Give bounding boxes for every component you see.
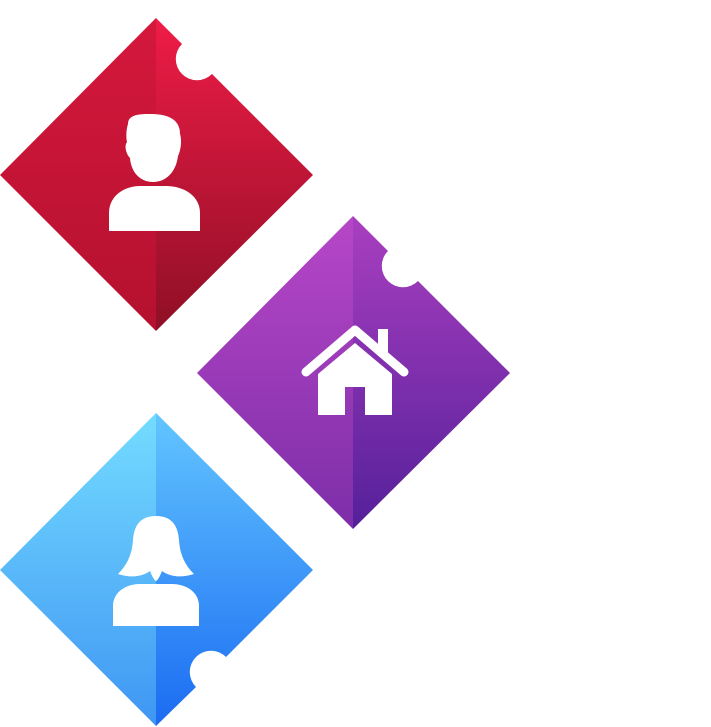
man-avatar-icon: [109, 114, 200, 231]
tile-man: [0, 18, 313, 331]
tile-home-right-face: [353, 216, 510, 529]
tile-woman-left-face: [0, 413, 156, 726]
tile-man-left-face: [0, 18, 156, 331]
tile-woman-right-face: [156, 413, 313, 726]
woman-avatar-icon: [113, 516, 199, 626]
tile-home: [197, 216, 510, 529]
tile-home-left-face: [197, 216, 353, 529]
tile-man-right-face: [156, 18, 313, 331]
tile-woman: [0, 413, 313, 726]
home-icon: [301, 325, 409, 415]
